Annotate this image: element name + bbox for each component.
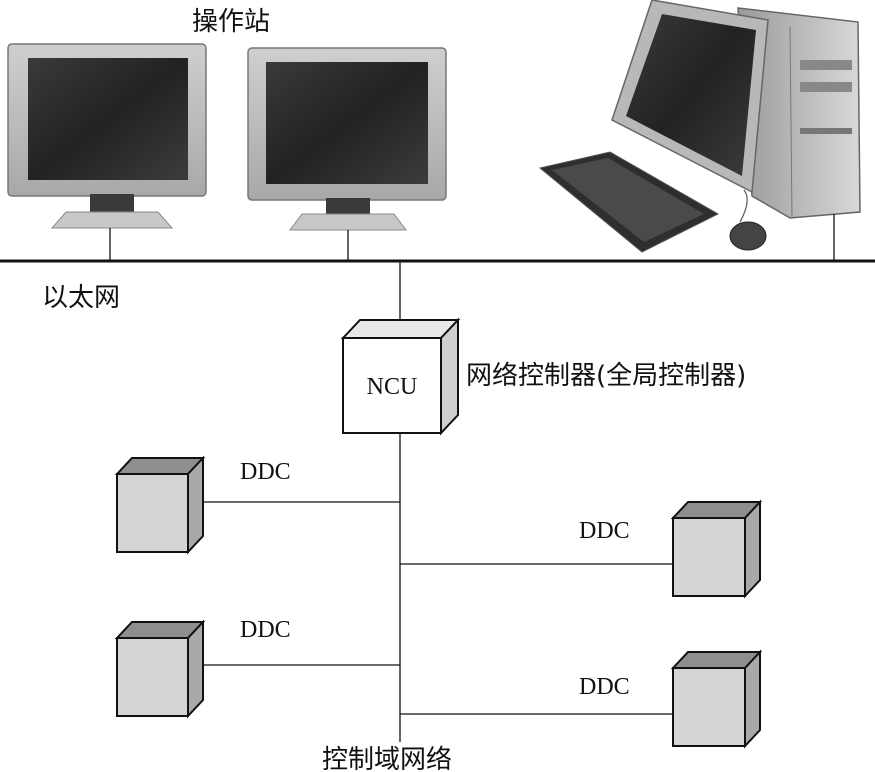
ddc-label: DDC: [579, 518, 630, 544]
ncu-label: NCU: [367, 374, 418, 400]
monitor-icon: [7, 43, 207, 261]
ddc-label: DDC: [240, 459, 291, 485]
ncu-description: 网络控制器(全局控制器): [466, 361, 746, 391]
ethernet-label: 以太网: [42, 283, 120, 313]
desktop-computer-icon: [538, 0, 861, 261]
ddc-label: DDC: [240, 617, 291, 643]
operator-station-label: 操作站: [192, 7, 270, 37]
ncu-box: NCU: [340, 317, 461, 436]
ddc-box: [670, 649, 763, 749]
monitor-icon: [247, 47, 447, 261]
ddc-label: DDC: [579, 674, 630, 700]
ddc-box: [670, 499, 763, 599]
ddc-box: [114, 619, 206, 719]
control-network-label: 控制域网络: [322, 745, 452, 772]
ddc-box: [114, 455, 206, 555]
